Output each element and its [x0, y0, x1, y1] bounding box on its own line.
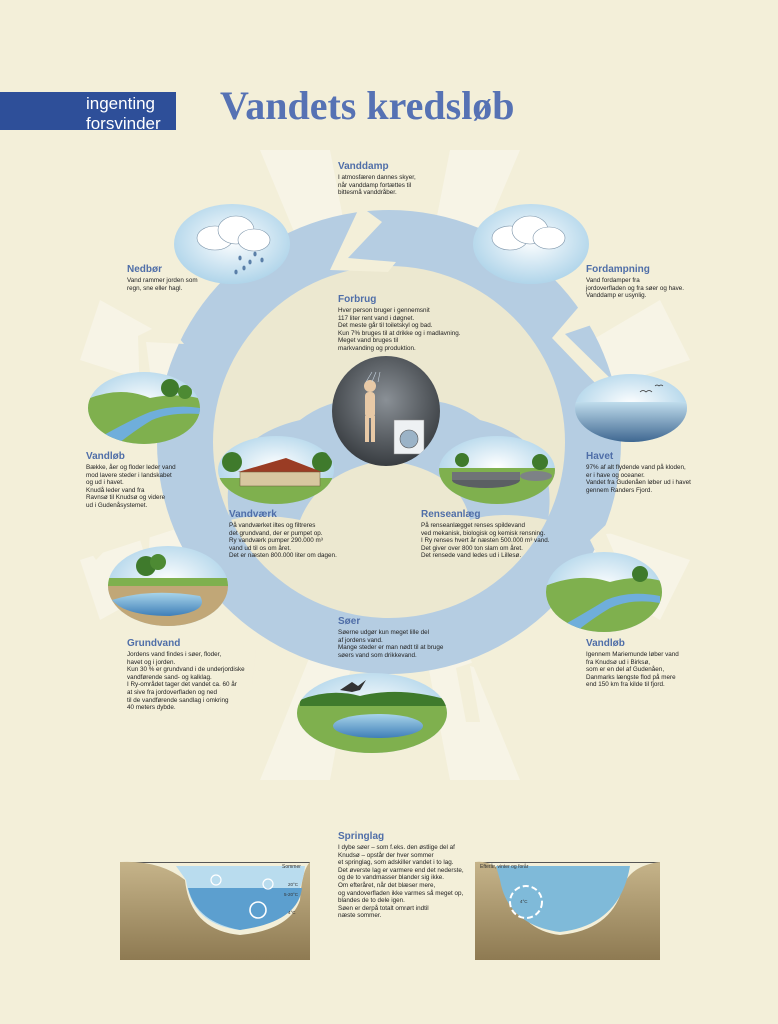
section-soer: Søer Søerne udgør kun meget lille del af… — [338, 615, 478, 659]
section-heading: Forbrug — [338, 294, 377, 305]
page-title: Vandets kredsløb — [220, 83, 515, 128]
section-text: Vand rammer jorden som regn, sne eller h… — [127, 277, 198, 292]
temp-label: 4°C — [288, 910, 296, 915]
section-fordampning: Fordampning Vand fordamper fra jordoverf… — [586, 263, 726, 300]
section-heading: Vanddamp — [338, 161, 389, 172]
logo-text: ingenting forsvinder — [86, 94, 161, 133]
section-vanddamp: Vanddamp I atmosfæren dannes skyer, når … — [338, 160, 478, 197]
section-text: Igennem Mariemunde løber vand fra Knudsø… — [586, 651, 679, 689]
section-forbrug: Forbrug Hver person bruger i gennemsnit … — [338, 293, 478, 353]
section-springlag: Springlag I dybe søer – som f.eks. den ø… — [338, 830, 483, 920]
section-vandlob-left: Vandløb Bække, åer og floder leder vand … — [86, 450, 216, 510]
section-text: På vandværket iltes og filtreres det gru… — [229, 522, 337, 560]
temp-label: 4°C — [520, 899, 528, 904]
section-heading: Nedbør — [127, 264, 162, 275]
section-text: I dybe søer – som f.eks. den østlige del… — [338, 844, 464, 920]
vignette-consumption — [332, 356, 440, 466]
section-renseanlaeg: Renseanlæg På renseanlægget renses spild… — [421, 508, 581, 560]
section-heading: Vandværk — [229, 509, 277, 520]
section-heading: Renseanlæg — [421, 509, 481, 520]
section-vandlob-right: Vandløb Igennem Mariemunde løber vand fr… — [586, 637, 726, 689]
vignette-evaporation-clouds — [473, 204, 589, 284]
section-heading: Springlag — [338, 831, 385, 842]
section-heading: Vandløb — [586, 638, 625, 649]
temp-label: 5-20°C — [284, 892, 299, 897]
section-heading: Havet — [586, 451, 614, 462]
temp-label: 20°C — [288, 882, 299, 887]
summer-label: Sommer — [282, 864, 301, 870]
section-heading: Fordampning — [586, 264, 650, 275]
section-text: 97% af alt flydende vand på kloden, er i… — [586, 464, 691, 494]
logo: ingenting forsvinder — [0, 92, 176, 133]
section-nedbor: Nedbør Vand rammer jorden som regn, sne … — [127, 263, 237, 292]
vignette-stream-left — [88, 372, 200, 444]
springlag-summer-diagram — [120, 861, 310, 960]
vignette-stream-right — [546, 552, 662, 632]
section-text: Jordens vand findes i søer, floder, have… — [127, 651, 245, 712]
section-havet: Havet 97% af alt flydende vand på kloden… — [586, 450, 726, 494]
section-text: Vand fordamper fra jordoverfladen og fra… — [586, 277, 685, 300]
winter-label: Efterår, vinter og forår — [480, 864, 529, 870]
section-text: Hver person bruger i gennemsnit 117 lite… — [338, 307, 461, 352]
springlag-winter-diagram — [475, 861, 660, 960]
vignette-rain-clouds — [174, 204, 290, 284]
section-grundvand: Grundvand Jordens vand findes i søer, fl… — [127, 637, 287, 712]
vignette-waterworks — [218, 436, 334, 504]
section-heading: Søer — [338, 616, 361, 627]
section-heading: Vandløb — [86, 451, 125, 462]
section-vandvaerk: Vandværk På vandværket iltes og filtrere… — [229, 508, 379, 560]
section-text: Bække, åer og floder leder vand mod lave… — [86, 464, 176, 509]
section-heading: Grundvand — [127, 638, 181, 649]
section-text: Søerne udgør kun meget lille del af jord… — [338, 629, 444, 659]
section-text: På renseanlægget renses spildevand ved m… — [421, 522, 550, 560]
section-text: I atmosfæren dannes skyer, når vanddamp … — [338, 174, 416, 197]
